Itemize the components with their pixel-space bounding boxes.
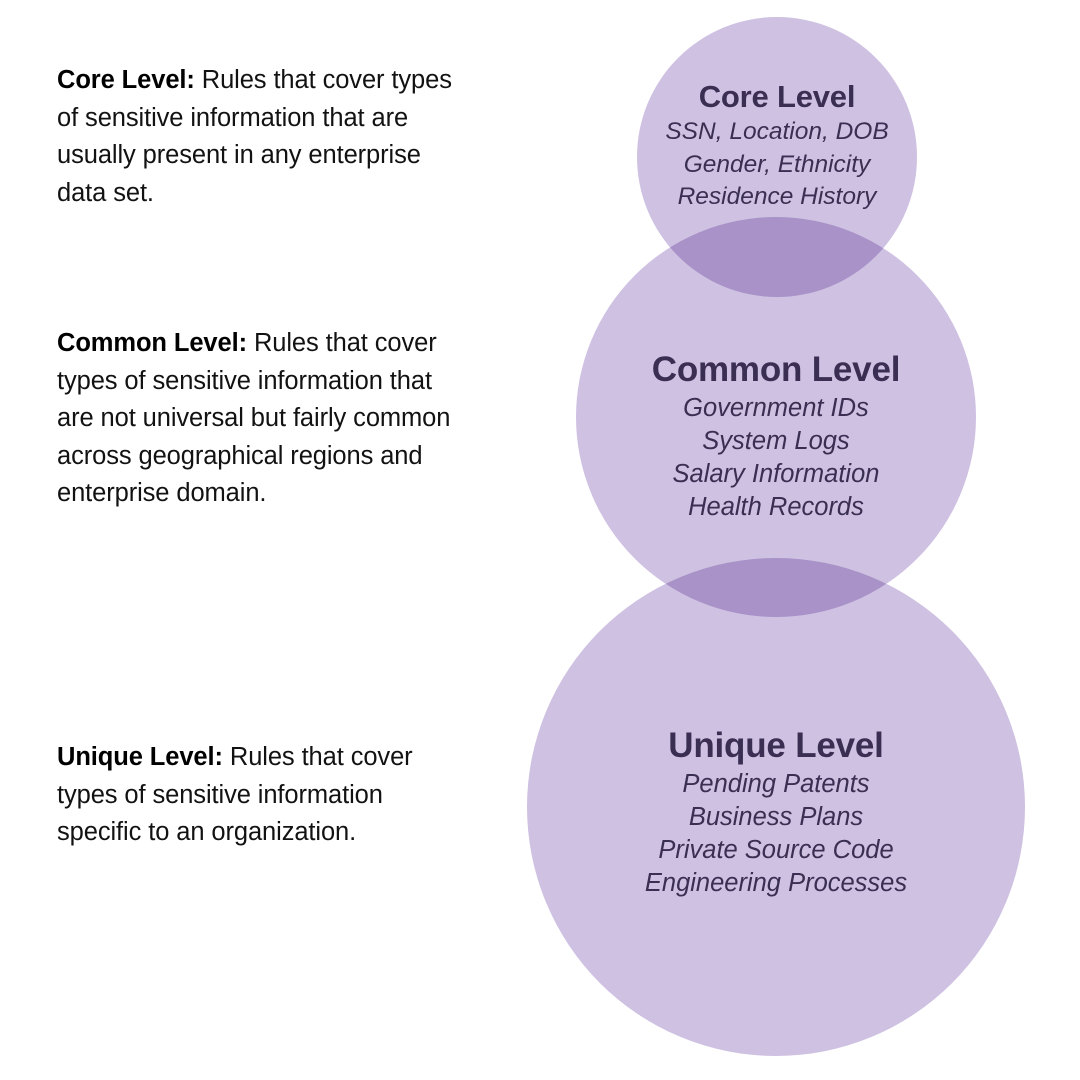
circle-core-item-2: Residence History	[677, 183, 877, 210]
circle-unique-item-2: Private Source Code	[658, 836, 894, 864]
explanation-common: Common Level: Rules that cover types of …	[57, 325, 457, 513]
circle-unique-item-1: Business Plans	[688, 803, 864, 831]
circle-core-labels: Core Level SSN, Location, DOB Gender, Et…	[665, 78, 888, 214]
circle-core-item-0: SSN, Location, DOB	[665, 118, 889, 145]
circle-unique-item-3: Engineering Processes	[644, 869, 908, 897]
circle-common-item-3: Health Records	[688, 493, 864, 521]
explanation-common-lead: Common Level:	[57, 329, 247, 357]
explanation-unique-body: Rules that cover types of sensitive info…	[57, 743, 413, 846]
explanations-column: Core Level: Rules that cover types of se…	[57, 0, 477, 1080]
circle-unique-item-0: Pending Patents	[682, 770, 870, 798]
circle-common-item-2: Salary Information	[672, 460, 880, 488]
explanation-core: Core Level: Rules that cover types of se…	[57, 62, 457, 212]
circle-core-shape	[637, 17, 917, 297]
circle-unique-labels: Unique Level Pending Patents Business Pl…	[645, 724, 907, 900]
explanation-core-lead: Core Level:	[57, 66, 195, 94]
explanation-unique: Unique Level: Rules that cover types of …	[57, 739, 457, 852]
circle-common-title: Common Level	[651, 350, 901, 389]
circle-common-item-0: Government IDs	[683, 394, 869, 422]
explanation-unique-lead: Unique Level:	[57, 743, 223, 771]
circle-common-item-1: System Logs	[702, 427, 850, 455]
explanation-core-body: Rules that cover types of sensitive info…	[57, 66, 452, 207]
circle-unique-title: Unique Level	[668, 726, 884, 765]
circle-unique-shape	[527, 558, 1025, 1056]
circle-core-title: Core Level	[698, 79, 856, 114]
circle-common-labels: Common Level Government IDs System Logs …	[651, 348, 901, 524]
circle-common-shape	[576, 217, 976, 617]
explanation-common-body: Rules that cover types of sensitive info…	[57, 329, 451, 507]
circle-core-item-1: Gender, Ethnicity	[683, 150, 871, 178]
